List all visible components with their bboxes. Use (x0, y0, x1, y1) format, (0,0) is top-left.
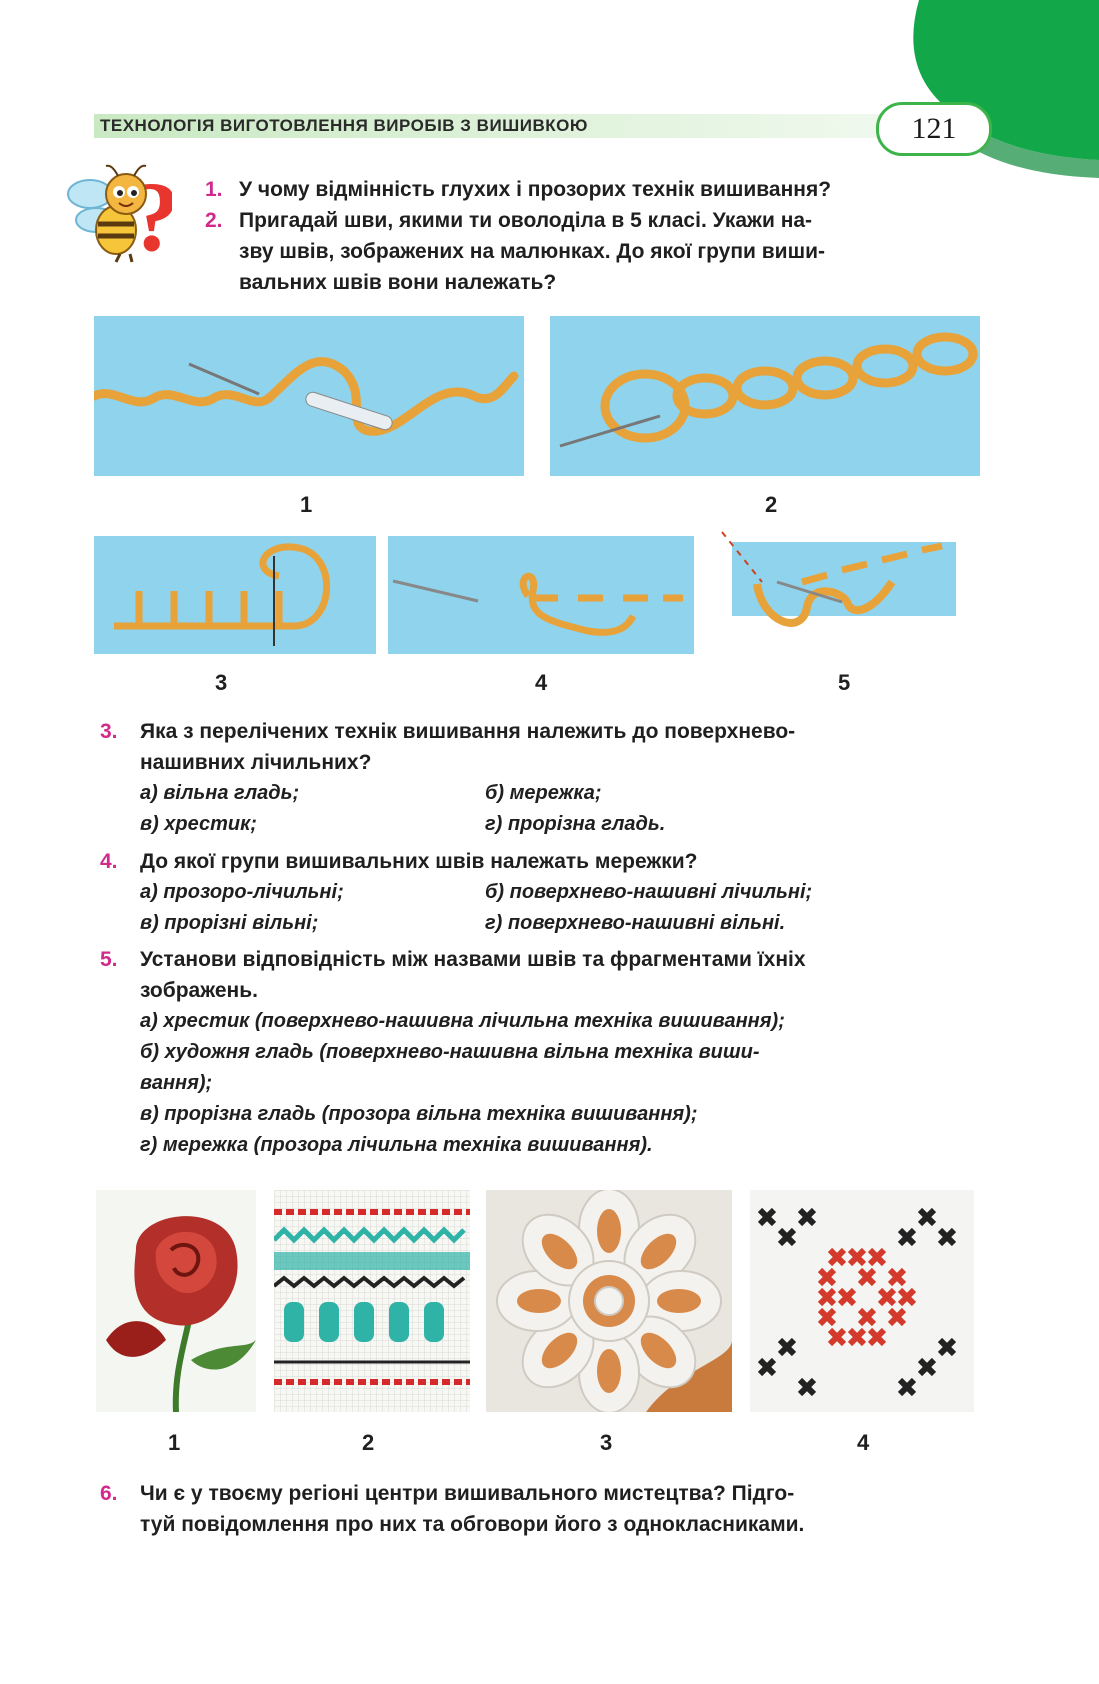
match-item: а) хрестик (поверхнево-нашивна лічильна … (140, 1010, 785, 1032)
question-line: зву швів, зображених на малюнках. До яко… (239, 240, 825, 263)
question-number: 3. (100, 720, 118, 743)
question-number: 2. (205, 209, 223, 232)
question-line: туй повідомлення про них та обговори йог… (140, 1513, 805, 1536)
corner-decoration (913, 0, 1099, 178)
match-item: вання); (140, 1072, 213, 1094)
match-item: б) художня гладь (поверхнево-нашивна віл… (140, 1041, 760, 1063)
running-header: ТЕХНОЛОГІЯ ВИГОТОВЛЕННЯ ВИРОБІВ З ВИШИВК… (100, 116, 588, 135)
question-number: 4. (100, 850, 118, 873)
cutwork-image (486, 1190, 732, 1412)
answer-option: г) поверхнево-нашивні вільні. (485, 912, 786, 934)
answer-option: г) прорізна гладь. (485, 813, 666, 835)
figure-label-1: 1 (300, 492, 313, 517)
question-line: Установи відповідність між назвами швів … (140, 948, 806, 971)
stitch-figure-4 (388, 536, 694, 654)
stitch-figure-1 (89, 316, 524, 476)
stitch-figure-1-drawing (89, 357, 519, 436)
answer-option: б) мережка; (485, 782, 602, 804)
header-band (94, 114, 954, 138)
question-line: нашивних лічильних? (140, 751, 372, 774)
photo-label-2: 2 (362, 1430, 375, 1455)
stitch-figure-3-drawing (114, 543, 331, 646)
question-line: Пригадай шви, якими ти оволоділа в 5 кла… (239, 209, 813, 232)
photo-label-3: 3 (600, 1430, 613, 1455)
merezhka-image (274, 1190, 470, 1412)
rose-image (106, 1216, 256, 1412)
figure-label-2: 2 (765, 492, 778, 517)
stitch-figure-5 (721, 531, 956, 627)
photo-2-drawn-thread-embroidery (274, 1190, 470, 1412)
stitch-figure-3 (94, 536, 376, 654)
match-item: г) мережка (прозора лічильна техніка виш… (140, 1134, 653, 1156)
question-1: 1. У чому відмінність глухих і прозорих т… (205, 174, 965, 205)
question-number: 6. (100, 1482, 118, 1505)
photo-1-rose-embroidery (96, 1190, 256, 1412)
bee-question-mascot-icon: ? (67, 161, 172, 266)
question-3: 3. Яка з перелічених технік вишивання на… (100, 716, 970, 840)
page-number: 121 (876, 102, 992, 156)
question-line: вальних швів вони належать? (239, 271, 557, 294)
answer-option: а) вільна гладь; (140, 782, 300, 804)
stitch-figure-5-drawing (721, 531, 943, 627)
cross-stitch-image (757, 1207, 957, 1397)
question-line: Яка з перелічених технік вишивання належ… (140, 720, 796, 743)
stitch-figure-2 (550, 316, 980, 476)
question-number: 1. (205, 178, 223, 201)
answer-option: а) прозоро-лічильні; (140, 881, 344, 903)
question-text: До якої групи вишивальних швів належать … (140, 850, 698, 873)
figure-label-3: 3 (215, 670, 228, 695)
question-line: зображень. (140, 979, 258, 1002)
answer-option: в) хрестик; (140, 813, 257, 835)
stitch-figure-2-drawing (559, 332, 978, 448)
question-6: 6. Чи є у твоєму регіоні центри вишиваль… (100, 1478, 970, 1540)
stitch-figure-4-drawing (392, 572, 683, 636)
answer-option: в) прорізні вільні; (140, 912, 319, 934)
question-text: У чому відмінність глухих і прозорих тех… (239, 178, 832, 201)
question-number: 5. (100, 948, 118, 971)
question-5: 5. Установи відповідність між назвами шв… (100, 944, 970, 1161)
photo-3-cutwork-embroidery (486, 1190, 732, 1412)
figure-label-4: 4 (535, 670, 548, 695)
photo-4-cross-stitch-embroidery (750, 1190, 974, 1412)
match-item: в) прорізна гладь (прозора вільна технік… (140, 1103, 698, 1125)
question-line: Чи є у твоєму регіоні центри вишивальног… (140, 1482, 795, 1505)
question-2: 2. Пригадай шви, якими ти оволоділа в 5 к… (205, 205, 975, 298)
photo-label-1: 1 (168, 1430, 181, 1455)
answer-option: б) поверхнево-нашивні лічильні; (485, 881, 813, 903)
photo-label-4: 4 (857, 1430, 870, 1455)
figure-label-5: 5 (838, 670, 851, 695)
question-4: 4. До якої групи вишивальних швів належа… (100, 846, 970, 939)
